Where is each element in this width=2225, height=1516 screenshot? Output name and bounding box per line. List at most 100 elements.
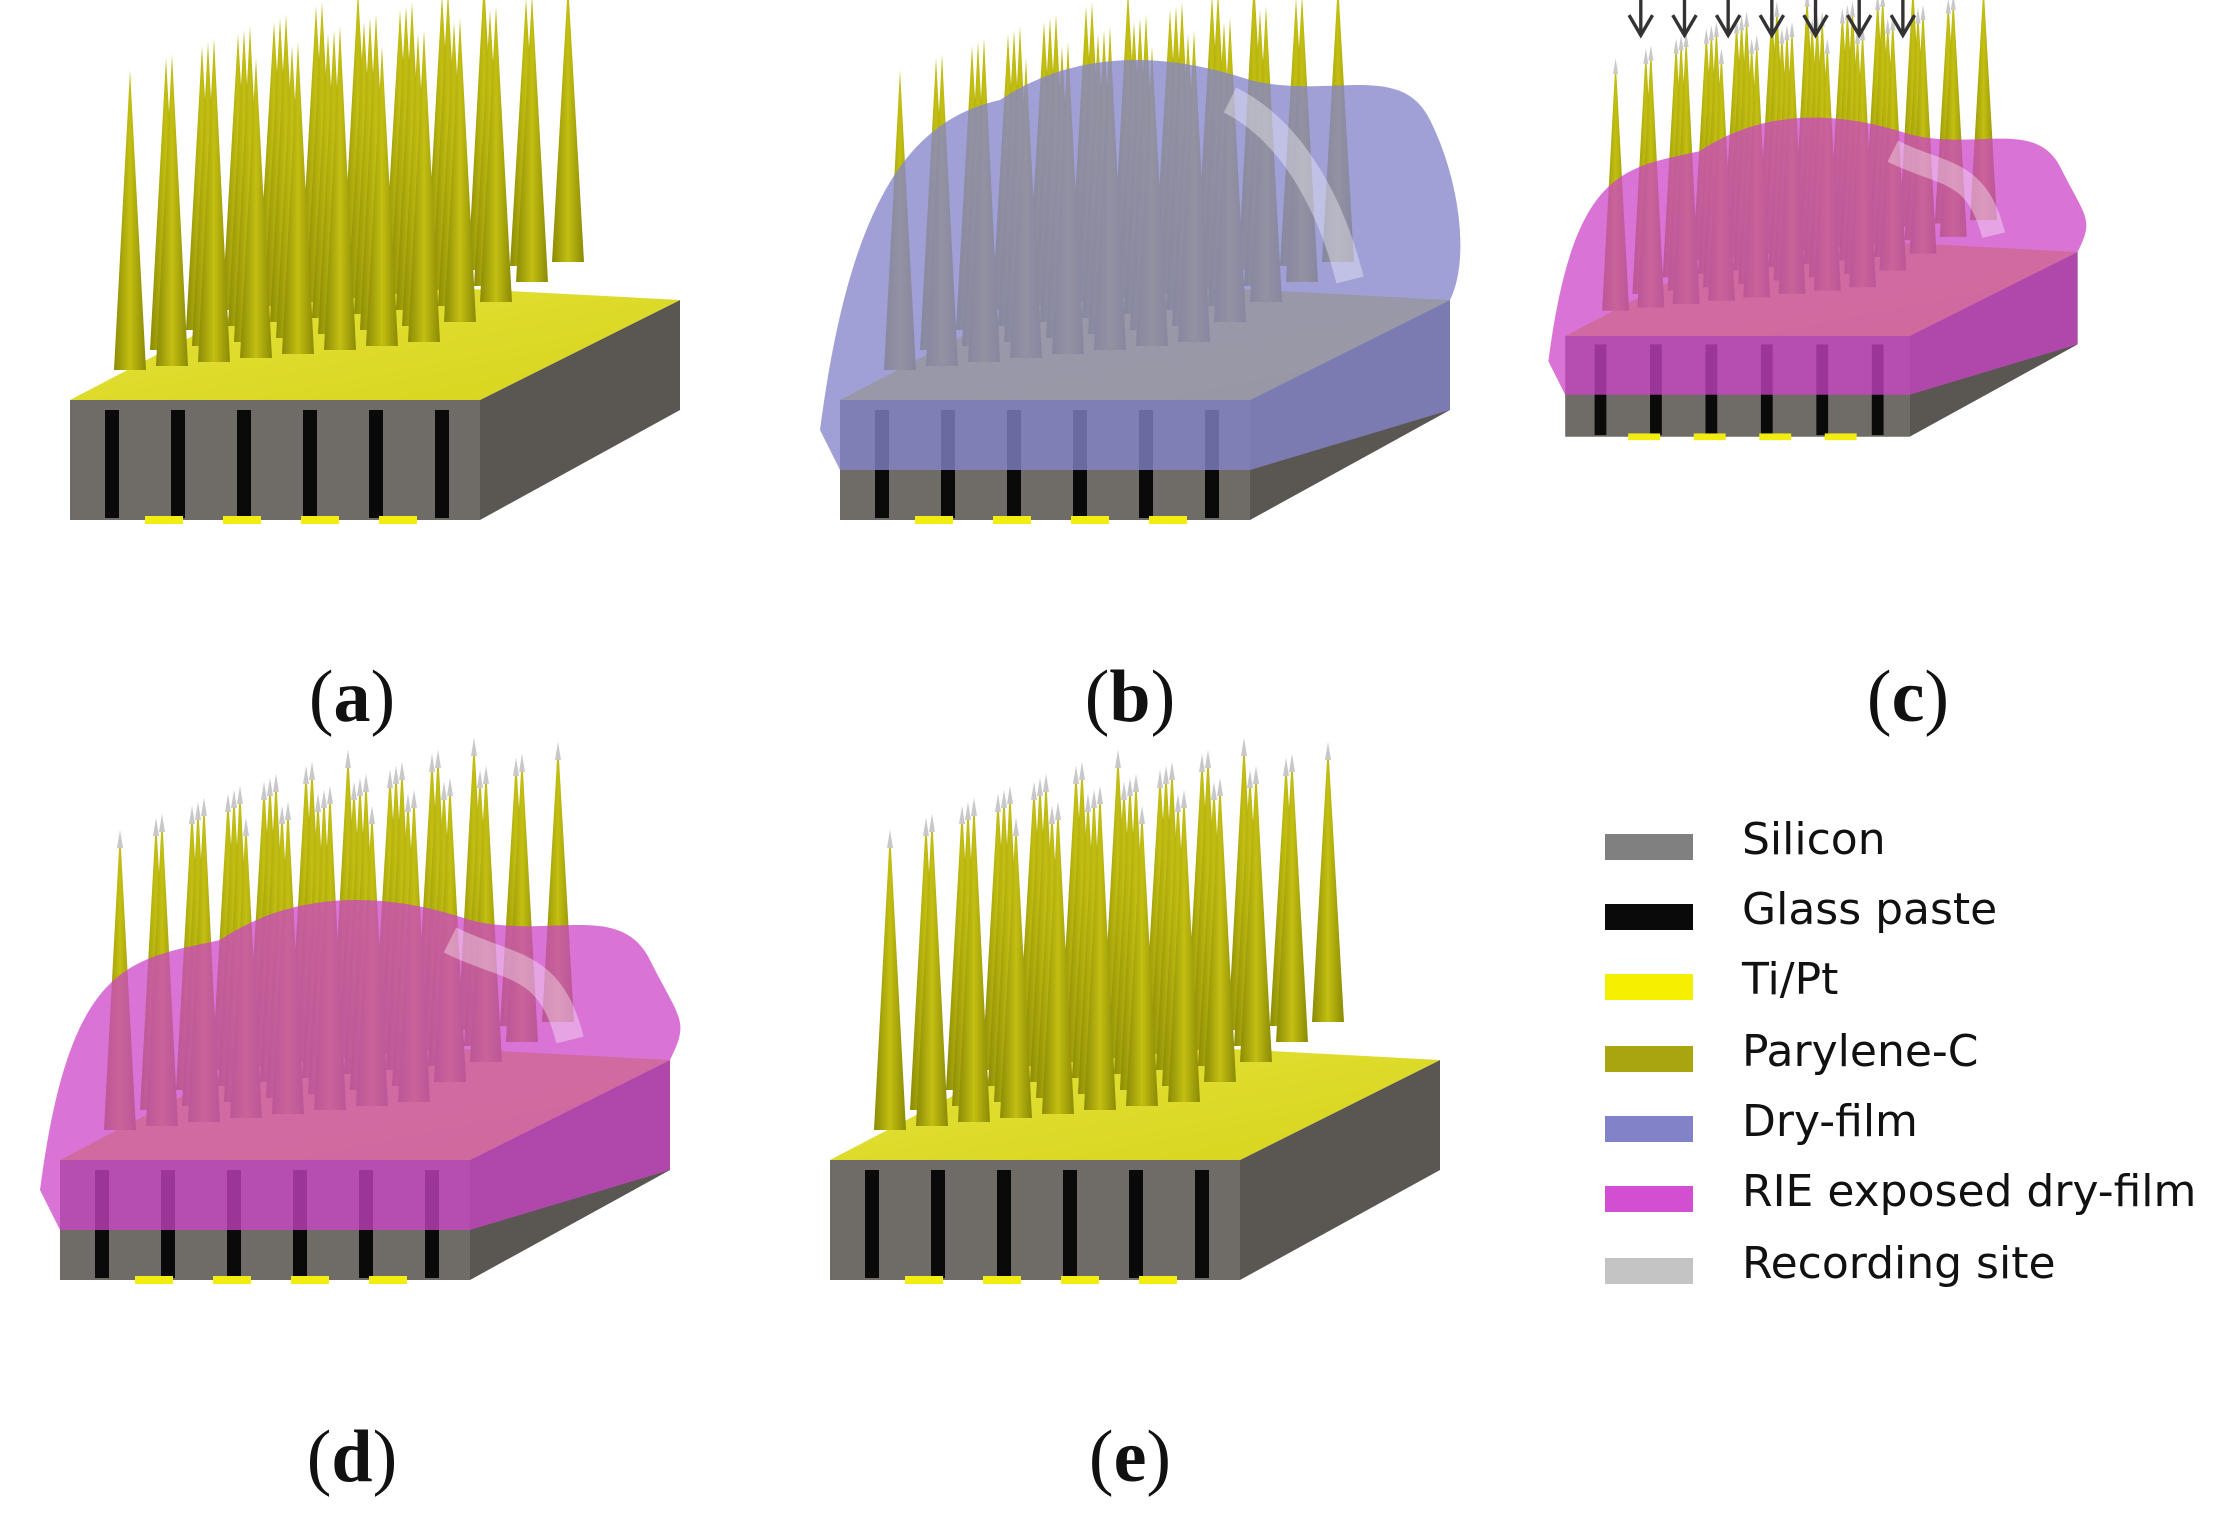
legend-swatch-dry-film bbox=[1605, 1116, 1693, 1142]
rie-exposed-dry-film-layer bbox=[40, 900, 681, 1230]
legend-label: Recording site bbox=[1742, 1238, 2056, 1289]
film-highlight bbox=[1223, 87, 1364, 284]
parylene-needle bbox=[480, 6, 512, 302]
legend-item-glass-paste: Glass paste bbox=[1605, 880, 2225, 940]
recording-site-tip bbox=[1097, 786, 1103, 804]
parylene-needle bbox=[1042, 802, 1074, 1114]
recording-site-tip bbox=[1001, 790, 1007, 808]
recording-site-tip bbox=[1085, 794, 1091, 812]
glass-paste-stripe bbox=[1195, 1170, 1209, 1278]
ti-pt-pad bbox=[915, 516, 953, 524]
ti-pt-pad bbox=[145, 516, 183, 524]
panel-b-caption: (b) bbox=[1084, 656, 1176, 738]
legend-swatch-ti-pt bbox=[1605, 974, 1693, 1000]
recording-site-tip bbox=[519, 754, 525, 772]
glass-paste-stripe bbox=[1129, 1170, 1143, 1278]
recording-site-tip bbox=[1915, 8, 1921, 24]
legend-item-parylene-c: Parylene-C bbox=[1605, 1022, 2225, 1082]
glass-paste-stripe bbox=[435, 410, 449, 518]
recording-site-tip bbox=[1784, 25, 1790, 41]
recording-site-tip bbox=[1181, 790, 1187, 808]
ti-pt-pad bbox=[301, 516, 339, 524]
recording-site-tip bbox=[303, 766, 309, 784]
recording-site-tip bbox=[1683, 31, 1689, 48]
parylene-needle bbox=[1084, 786, 1116, 1110]
recording-site-tip bbox=[1289, 754, 1295, 772]
recording-site-tip bbox=[1749, 38, 1755, 54]
panel-c bbox=[1540, 0, 2220, 720]
glass-paste-stripe bbox=[997, 1170, 1011, 1278]
recording-site-tip bbox=[1175, 794, 1181, 812]
recording-site-tip bbox=[1789, 21, 1795, 37]
recording-site-tip bbox=[1920, 5, 1926, 21]
recording-site-tip bbox=[1241, 738, 1247, 756]
recording-site-tip bbox=[555, 742, 561, 760]
recording-site-tip bbox=[1734, 18, 1740, 34]
ti-pt-pad bbox=[993, 516, 1031, 524]
parylene-needle bbox=[916, 814, 948, 1126]
recording-site-tip bbox=[1139, 806, 1145, 824]
recording-site-tip bbox=[1127, 778, 1133, 796]
ti-pt-pad bbox=[905, 1276, 943, 1284]
recording-site-tip bbox=[447, 778, 453, 796]
recording-site-tip bbox=[1875, 0, 1881, 11]
recording-site-tip bbox=[1950, 0, 1956, 11]
recording-site-tip bbox=[159, 814, 165, 832]
parylene-needle bbox=[282, 42, 314, 354]
recording-site-tip bbox=[1037, 778, 1043, 796]
silicon-base-side bbox=[1240, 1060, 1440, 1280]
legend-swatch-parylene-c bbox=[1605, 1046, 1693, 1072]
recording-site-tip bbox=[153, 818, 159, 836]
parylene-needle bbox=[1126, 806, 1158, 1106]
parylene-needle bbox=[1000, 818, 1032, 1118]
recording-site-tip bbox=[995, 794, 1001, 812]
rie-arrow-head bbox=[1889, 14, 1917, 39]
ti-pt-pad bbox=[369, 1276, 407, 1284]
recording-site-tip bbox=[285, 802, 291, 820]
recording-site-tip bbox=[273, 774, 279, 792]
legend-swatch-recording-site bbox=[1605, 1258, 1693, 1284]
recording-site-tip bbox=[201, 798, 207, 816]
recording-site-tip bbox=[1849, 1, 1855, 17]
glass-paste-stripe bbox=[865, 1170, 879, 1278]
ti-pt-pad bbox=[983, 1276, 1021, 1284]
parylene-needle bbox=[198, 38, 230, 362]
parylene-needle bbox=[408, 30, 440, 342]
recording-site-tip bbox=[1121, 782, 1127, 800]
recording-site-tip bbox=[327, 786, 333, 804]
recording-site-tip bbox=[357, 778, 363, 796]
ti-pt-pad bbox=[1071, 516, 1109, 524]
recording-site-tip bbox=[309, 762, 315, 780]
recording-site-tip bbox=[387, 770, 393, 788]
recording-site-tip bbox=[1708, 25, 1714, 41]
parylene-needle bbox=[1240, 766, 1272, 1062]
legend-label: Ti/Pt bbox=[1742, 954, 1839, 1005]
recording-site-tip bbox=[1880, 0, 1886, 7]
dry-film-layer bbox=[820, 60, 1461, 470]
parylene-needle bbox=[1312, 742, 1344, 1022]
recording-site-tip bbox=[1163, 766, 1169, 784]
recording-site-tip bbox=[315, 794, 321, 812]
ti-pt-pad bbox=[223, 516, 261, 524]
ti-pt-pad bbox=[1061, 1276, 1099, 1284]
rie-arrow-head bbox=[1714, 14, 1742, 39]
recording-site-tip bbox=[887, 830, 893, 848]
parylene-needle bbox=[444, 18, 476, 322]
recording-site-tip bbox=[1079, 762, 1085, 780]
legend-label: Dry-film bbox=[1742, 1096, 1918, 1147]
recording-site-tip bbox=[1718, 48, 1724, 64]
parylene-needle bbox=[1168, 790, 1200, 1102]
recording-site-tip bbox=[1890, 15, 1896, 31]
panel-c-caption: (c) bbox=[1866, 656, 1950, 738]
ti-pt-pad bbox=[1759, 433, 1792, 441]
recording-site-tip bbox=[1217, 778, 1223, 796]
ti-pt-pad bbox=[291, 1276, 329, 1284]
film-highlight bbox=[443, 927, 584, 1044]
recording-site-tip bbox=[513, 758, 519, 776]
silicon-base-front bbox=[70, 400, 480, 520]
panel-e-figure bbox=[830, 738, 1440, 1284]
legend-swatch-glass-paste bbox=[1605, 904, 1693, 930]
parylene-needle bbox=[156, 54, 188, 366]
recording-site-tip bbox=[471, 738, 477, 756]
legend-label: Glass paste bbox=[1742, 884, 1998, 935]
